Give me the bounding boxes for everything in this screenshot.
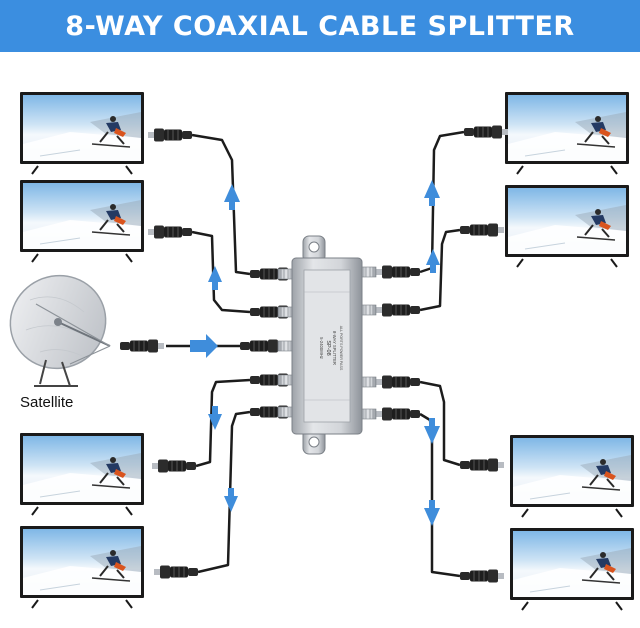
- splitter-port: [361, 266, 377, 278]
- tv-icon: [19, 525, 145, 609]
- arrow-icon: [208, 266, 222, 290]
- arrow-icon: [208, 406, 222, 430]
- arrow-icon: [224, 488, 238, 512]
- splitter-port: [361, 376, 377, 388]
- coax-connector-icon: [459, 223, 505, 237]
- tv-icon: [504, 91, 630, 175]
- tv-icon: [19, 432, 145, 516]
- arrow-icon: [190, 334, 218, 358]
- coax-connector-icon: [459, 569, 505, 583]
- cable-left-1: [191, 133, 251, 276]
- cable-left-4: [197, 410, 251, 574]
- splitter-model: SP-08: [325, 340, 331, 355]
- cable-left-2: [191, 230, 251, 314]
- coax-connector-icon: [153, 565, 199, 579]
- tv-icon: [509, 434, 635, 518]
- coax-connector-icon: [463, 125, 509, 139]
- page-title: 8-WAY COAXIAL CABLE SPLITTER: [65, 10, 575, 42]
- coax-connector-icon: [147, 225, 193, 239]
- coax-connector-icon: [151, 459, 197, 473]
- cable-right-1: [419, 130, 465, 274]
- tv-icon: [19, 179, 145, 263]
- signal-arrows: [190, 180, 440, 526]
- splitter-port: [277, 268, 293, 280]
- tv-icon: [19, 91, 145, 175]
- coax-connector-icon: [239, 339, 285, 353]
- satellite-dish-icon: [9, 274, 111, 387]
- cable-right-3: [419, 380, 461, 467]
- splitter-device: SP-08 5-2400MHz 8-WAY SPLITTER ALL PORTS…: [291, 235, 363, 455]
- splitter-port: [361, 304, 377, 316]
- arrow-icon: [424, 418, 440, 444]
- splitter-port: [361, 408, 377, 420]
- coax-connector-icon: [375, 303, 421, 317]
- splitter-port: [277, 406, 293, 418]
- arrow-icon: [424, 180, 440, 206]
- arrow-icon: [224, 184, 240, 210]
- splitter-port: [277, 306, 293, 318]
- coax-connector-icon: [375, 375, 421, 389]
- coax-connector-icon: [147, 128, 193, 142]
- arrow-icon: [426, 249, 440, 273]
- diagram-canvas: SP-08 5-2400MHz 8-WAY SPLITTER ALL PORTS…: [9, 91, 635, 611]
- tv-icon: [509, 527, 635, 611]
- coax-connector-icon: [459, 458, 505, 472]
- splitter-port: [277, 374, 293, 386]
- title-banner: 8-WAY COAXIAL CABLE SPLITTER: [0, 0, 640, 52]
- cable-right-4: [419, 412, 461, 578]
- splitter-type: 8-WAY SPLITTER: [332, 331, 337, 365]
- tv-icon: [504, 184, 630, 268]
- cable-left-3: [195, 378, 251, 468]
- splitter-freq: 5-2400MHz: [319, 337, 324, 359]
- splitter-port: [277, 340, 293, 352]
- arrow-icon: [424, 500, 440, 526]
- coax-connector-icon: [119, 339, 165, 353]
- satellite-label: Satellite: [20, 394, 74, 411]
- splitter-note: ALL PORTS POWER PASS: [339, 326, 343, 371]
- coax-connector-icon: [375, 407, 421, 421]
- coax-connector-icon: [375, 265, 421, 279]
- cable-right-2: [419, 228, 461, 312]
